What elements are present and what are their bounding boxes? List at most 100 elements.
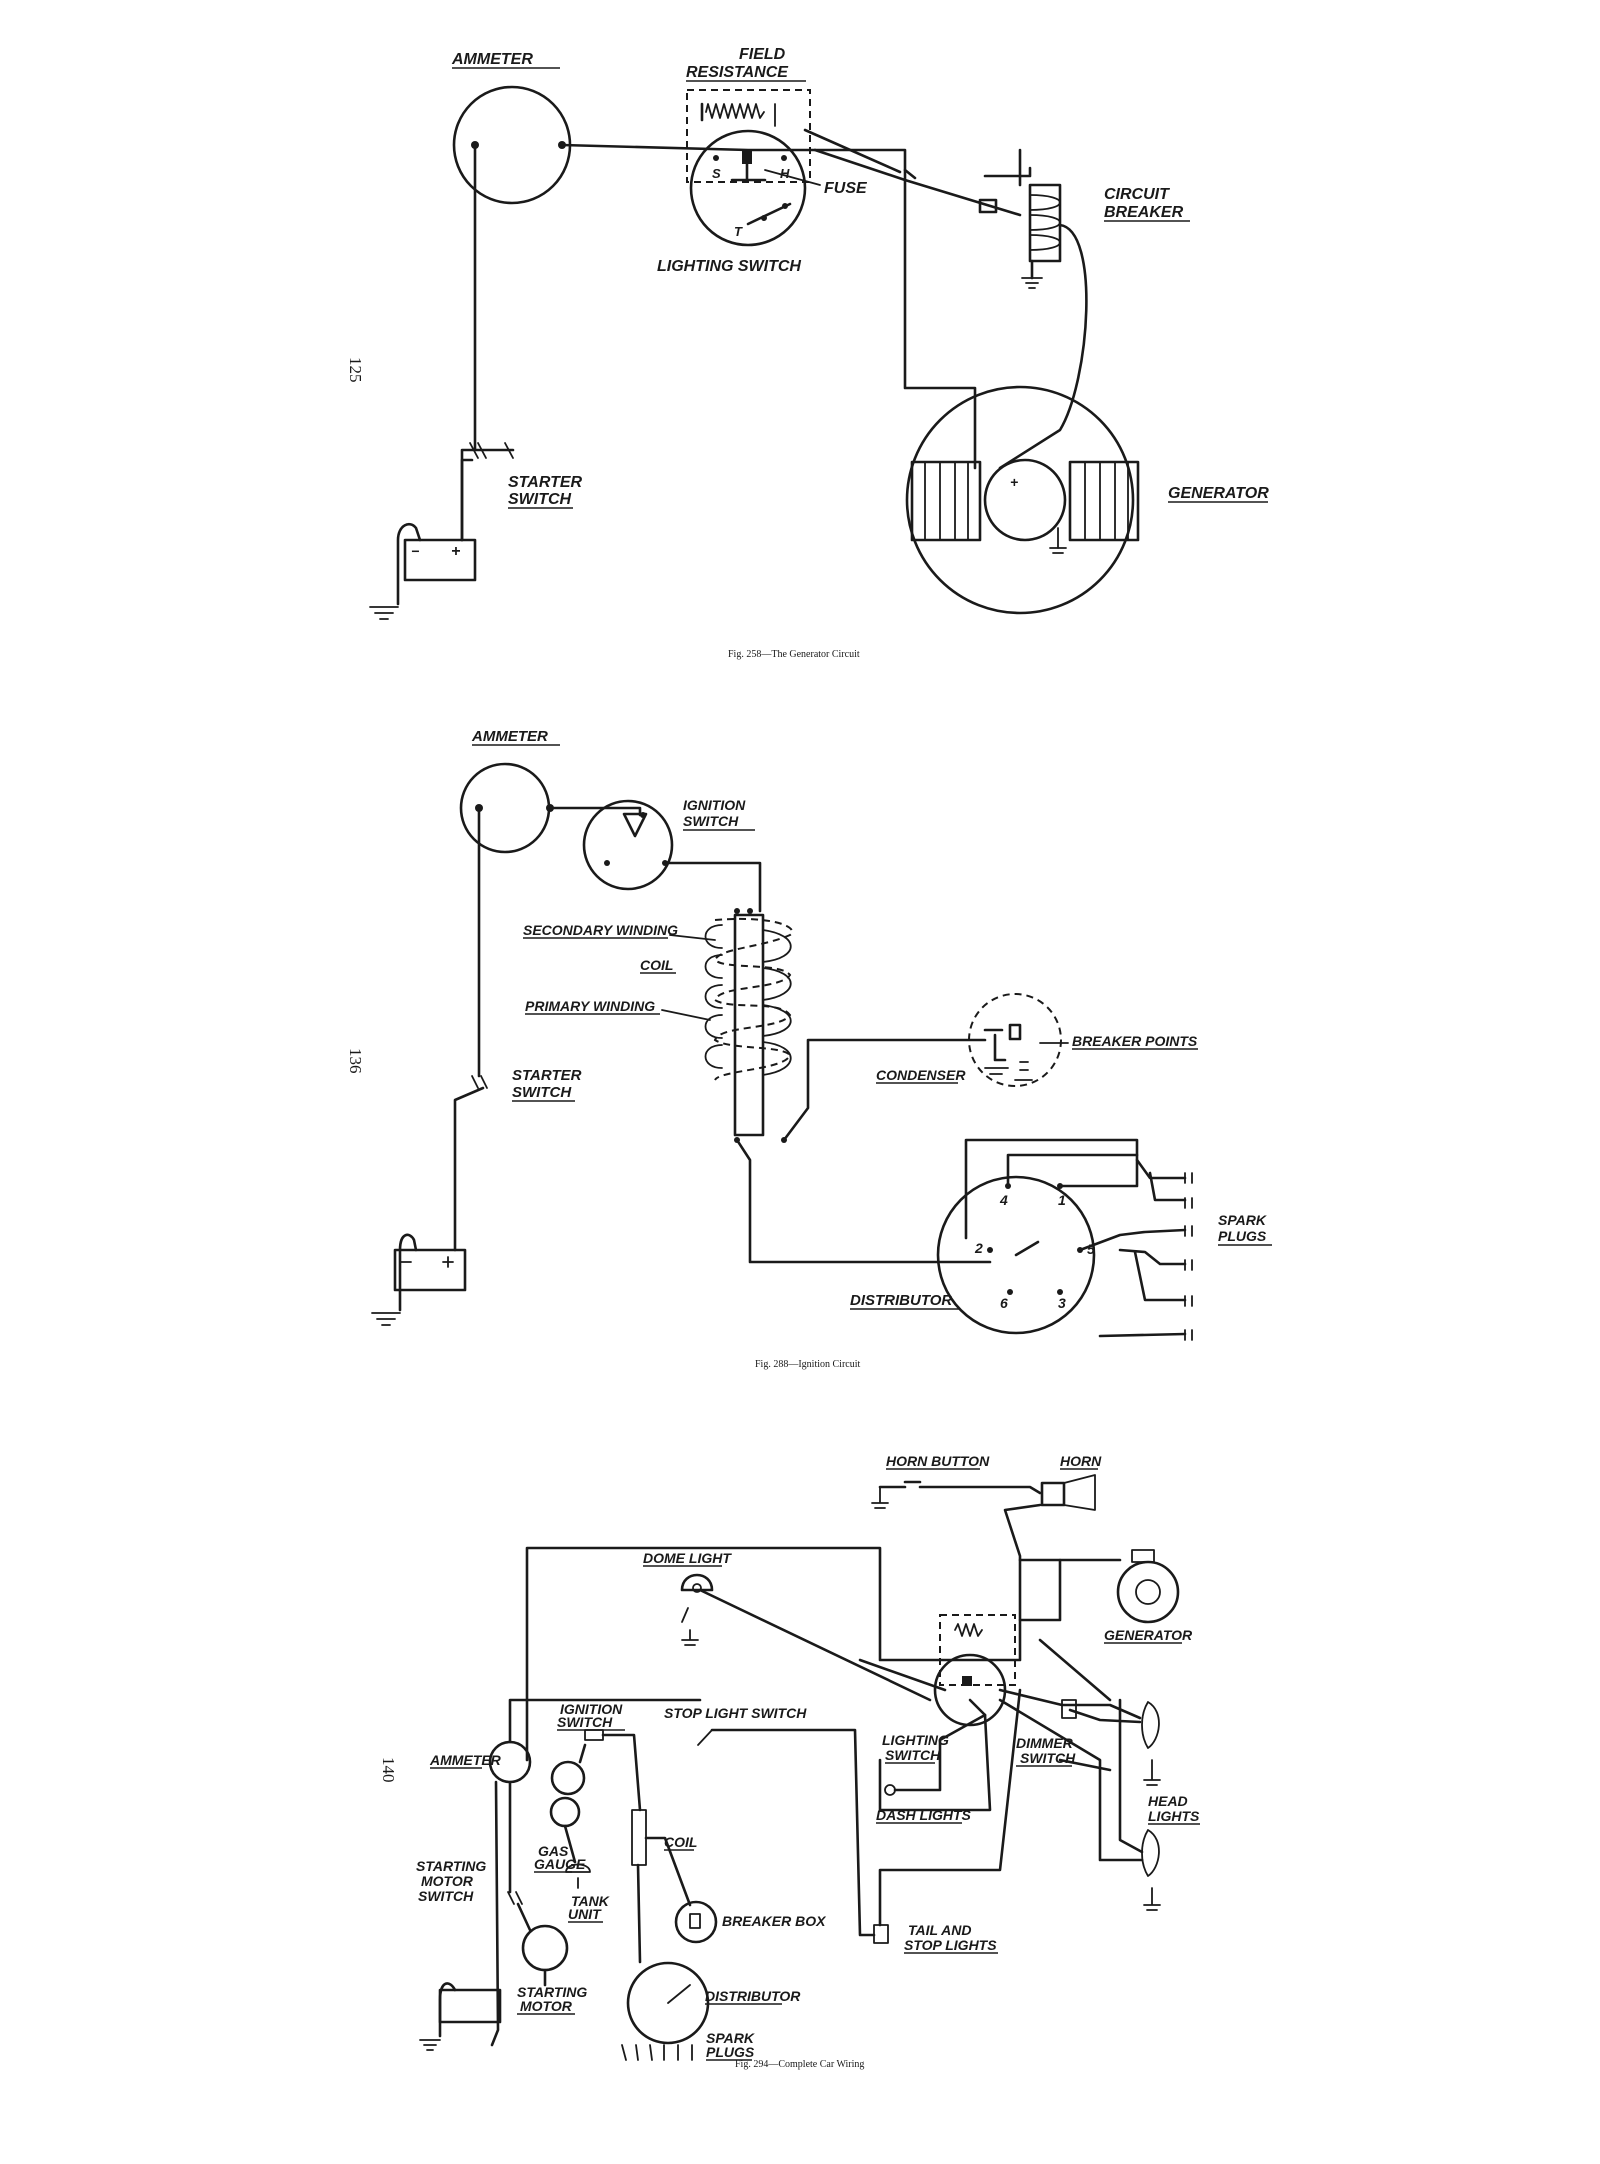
- dist-terminal-5: 5: [1087, 1241, 1095, 1257]
- ammeter: AMMETER: [459, 728, 560, 854]
- ignition-label-1: IGNITION: [683, 797, 746, 813]
- page-number-140: 140: [379, 1757, 398, 1783]
- fig-288-caption: Fig. 288—Ignition Circuit: [755, 1359, 861, 1370]
- coil-label: COIL: [664, 1834, 697, 1850]
- lighting-switch-label: LIGHTING SWITCH: [657, 258, 801, 275]
- dome-light-label: DOME LIGHT: [643, 1550, 732, 1566]
- lighting-switch: S H T FUSE LIGHTING SWITCH: [657, 129, 868, 275]
- switch-terminal-h: H: [780, 166, 790, 181]
- circuit-breaker: CIRCUIT BREAKER: [978, 148, 1190, 289]
- spark-plugs-label-2: PLUGS: [706, 2044, 755, 2060]
- field-label-2: RESISTANCE: [686, 64, 789, 81]
- fig-294-caption: Fig. 294—Complete Car Wiring: [735, 2059, 864, 2070]
- coil-breaker-distributor: COIL BREAKER BOX DISTRIBUTOR SPARK PLUGS: [621, 1809, 827, 2061]
- starting-motor-label-2: MOTOR: [520, 1998, 573, 2014]
- ammeter-label: AMMETER: [451, 51, 533, 68]
- distributor-label: DISTRIBUTOR: [705, 1988, 801, 2004]
- ignition-switch: IGNITION SWITCH: [582, 797, 755, 891]
- secondary-winding-label: SECONDARY WINDING: [523, 922, 678, 938]
- generator-label: GENERATOR: [1104, 1627, 1193, 1643]
- starter-label-1: STARTER: [508, 474, 583, 491]
- circuit-label-1: CIRCUIT: [1104, 186, 1170, 203]
- field-label-1: FIELD: [739, 46, 786, 63]
- page-number-136: 136: [346, 1048, 365, 1074]
- spark-plugs-label-1: SPARK: [706, 2030, 755, 2046]
- dome-light: DOME LIGHT: [643, 1550, 932, 1702]
- ignition-label-2: SWITCH: [557, 1714, 613, 1730]
- primary-winding-label: PRIMARY WINDING: [525, 998, 655, 1014]
- distributor-label: DISTRIBUTOR: [850, 1292, 952, 1309]
- ignition-coil: SECONDARY WINDING COIL PRIMARY WINDING: [523, 908, 793, 1143]
- starting-motor-switch-label-2: MOTOR: [421, 1873, 474, 1889]
- ammeter-label: AMMETER: [429, 1752, 502, 1768]
- distributor: 4 1 2 5 6 3 DISTRIBUTOR: [850, 1175, 1096, 1335]
- starting-motor-label-1: STARTING: [517, 1984, 587, 2000]
- ammeter-label: AMMETER: [471, 728, 548, 745]
- spark-plugs: SPARK PLUGS: [1184, 1172, 1272, 1341]
- fuse-label: FUSE: [824, 180, 868, 197]
- gas-gauge-label-1: GAS: [538, 1843, 569, 1859]
- head-lights-label-2: LIGHTS: [1148, 1808, 1200, 1824]
- lighting-label-2: SWITCH: [885, 1747, 941, 1763]
- dist-terminal-3: 3: [1058, 1295, 1066, 1311]
- generator-plus: +: [1010, 474, 1018, 490]
- ignition-label-2: SWITCH: [683, 813, 739, 829]
- battery-plus: +: [451, 543, 460, 560]
- ignition-circuit-wires: [398, 806, 1187, 1338]
- field-resistance: FIELD RESISTANCE: [686, 46, 811, 183]
- starter-switch-battery: STARTER SWITCH − +: [369, 442, 583, 620]
- ignition-ammeter-gauge: IGNITION SWITCH STOP LIGHT SWITCH AMMETE…: [429, 1701, 807, 1923]
- complete-car-wiring-diagram: 140 HORN BUTTON HORN DOME LIGHT GENERATO…: [379, 1453, 1200, 2070]
- horn-label: HORN: [1060, 1453, 1102, 1469]
- lighting-dash-tail: LIGHTING SWITCH DASH LIGHTS TAIL AND STO…: [873, 1732, 998, 1954]
- breaker-points: BREAKER POINTS CONDENSER: [876, 993, 1198, 1087]
- dimmer-label-1: DIMMER: [1016, 1735, 1074, 1751]
- generator-label: GENERATOR: [1168, 485, 1269, 502]
- spark-plugs-label-2: PLUGS: [1218, 1228, 1267, 1244]
- tail-stop-label-2: STOP LIGHTS: [904, 1937, 997, 1953]
- coil-label: COIL: [640, 957, 673, 973]
- breaker-box-label: BREAKER BOX: [722, 1913, 827, 1929]
- tank-unit-label-1: TANK: [571, 1893, 610, 1909]
- starting-motor-switch-label-1: STARTING: [416, 1858, 486, 1874]
- dist-terminal-6: 6: [1000, 1295, 1008, 1311]
- starting-motor-switch-label-3: SWITCH: [418, 1888, 474, 1904]
- gas-gauge-label-2: GAUGE: [534, 1856, 586, 1872]
- circuit-label-2: BREAKER: [1104, 204, 1184, 221]
- generator: GENERATOR: [1104, 1549, 1193, 1644]
- stop-light-switch-label: STOP LIGHT SWITCH: [664, 1705, 807, 1721]
- switch-terminal-s: S: [712, 166, 721, 181]
- field-resistance-lighting-switch: [933, 1614, 1016, 1727]
- dimmer-label-2: SWITCH: [1020, 1750, 1076, 1766]
- dist-terminal-2: 2: [974, 1240, 983, 1256]
- ignition-label-1: IGNITION: [560, 1701, 623, 1717]
- spark-plugs-label-1: SPARK: [1218, 1212, 1267, 1228]
- switch-terminal-t: T: [734, 224, 743, 239]
- generator-circuit-diagram: 125 AMMETER FIELD RESISTANCE S: [346, 46, 1269, 660]
- starter-label-2: SWITCH: [512, 1084, 572, 1101]
- dist-terminal-4: 4: [999, 1192, 1008, 1208]
- battery-minus: −: [411, 543, 419, 559]
- condenser-label: CONDENSER: [876, 1067, 966, 1083]
- lighting-label-1: LIGHTING: [882, 1732, 949, 1748]
- horn-group: HORN BUTTON HORN: [871, 1453, 1102, 1622]
- starter-switch-battery: STARTER SWITCH: [371, 1067, 582, 1326]
- fig-258-caption: Fig. 258—The Generator Circuit: [728, 649, 860, 660]
- starting-motor-battery: STARTING MOTOR SWITCH STARTING MOTOR: [416, 1858, 587, 2051]
- generator-circuit-wires: [396, 128, 1088, 606]
- horn-button-label: HORN BUTTON: [886, 1453, 990, 1469]
- generator: + GENERATOR: [905, 385, 1269, 615]
- dimmer-head-lights: DIMMER SWITCH HEAD LIGHTS: [1016, 1699, 1200, 1911]
- dist-terminal-1: 1: [1058, 1192, 1066, 1208]
- ignition-circuit-diagram: 136 AMMETER IGNITION SWITCH: [346, 728, 1272, 1370]
- starter-label-1: STARTER: [512, 1067, 582, 1084]
- head-lights-label-1: HEAD: [1148, 1793, 1188, 1809]
- tail-stop-label-1: TAIL AND: [908, 1922, 972, 1938]
- ammeter: AMMETER: [451, 51, 572, 205]
- breaker-points-label: BREAKER POINTS: [1072, 1033, 1198, 1049]
- tank-unit-label-2: UNIT: [568, 1906, 602, 1922]
- page-number-125: 125: [346, 357, 365, 383]
- complete-wiring-wires: [438, 1546, 1144, 2047]
- starter-label-2: SWITCH: [508, 491, 572, 508]
